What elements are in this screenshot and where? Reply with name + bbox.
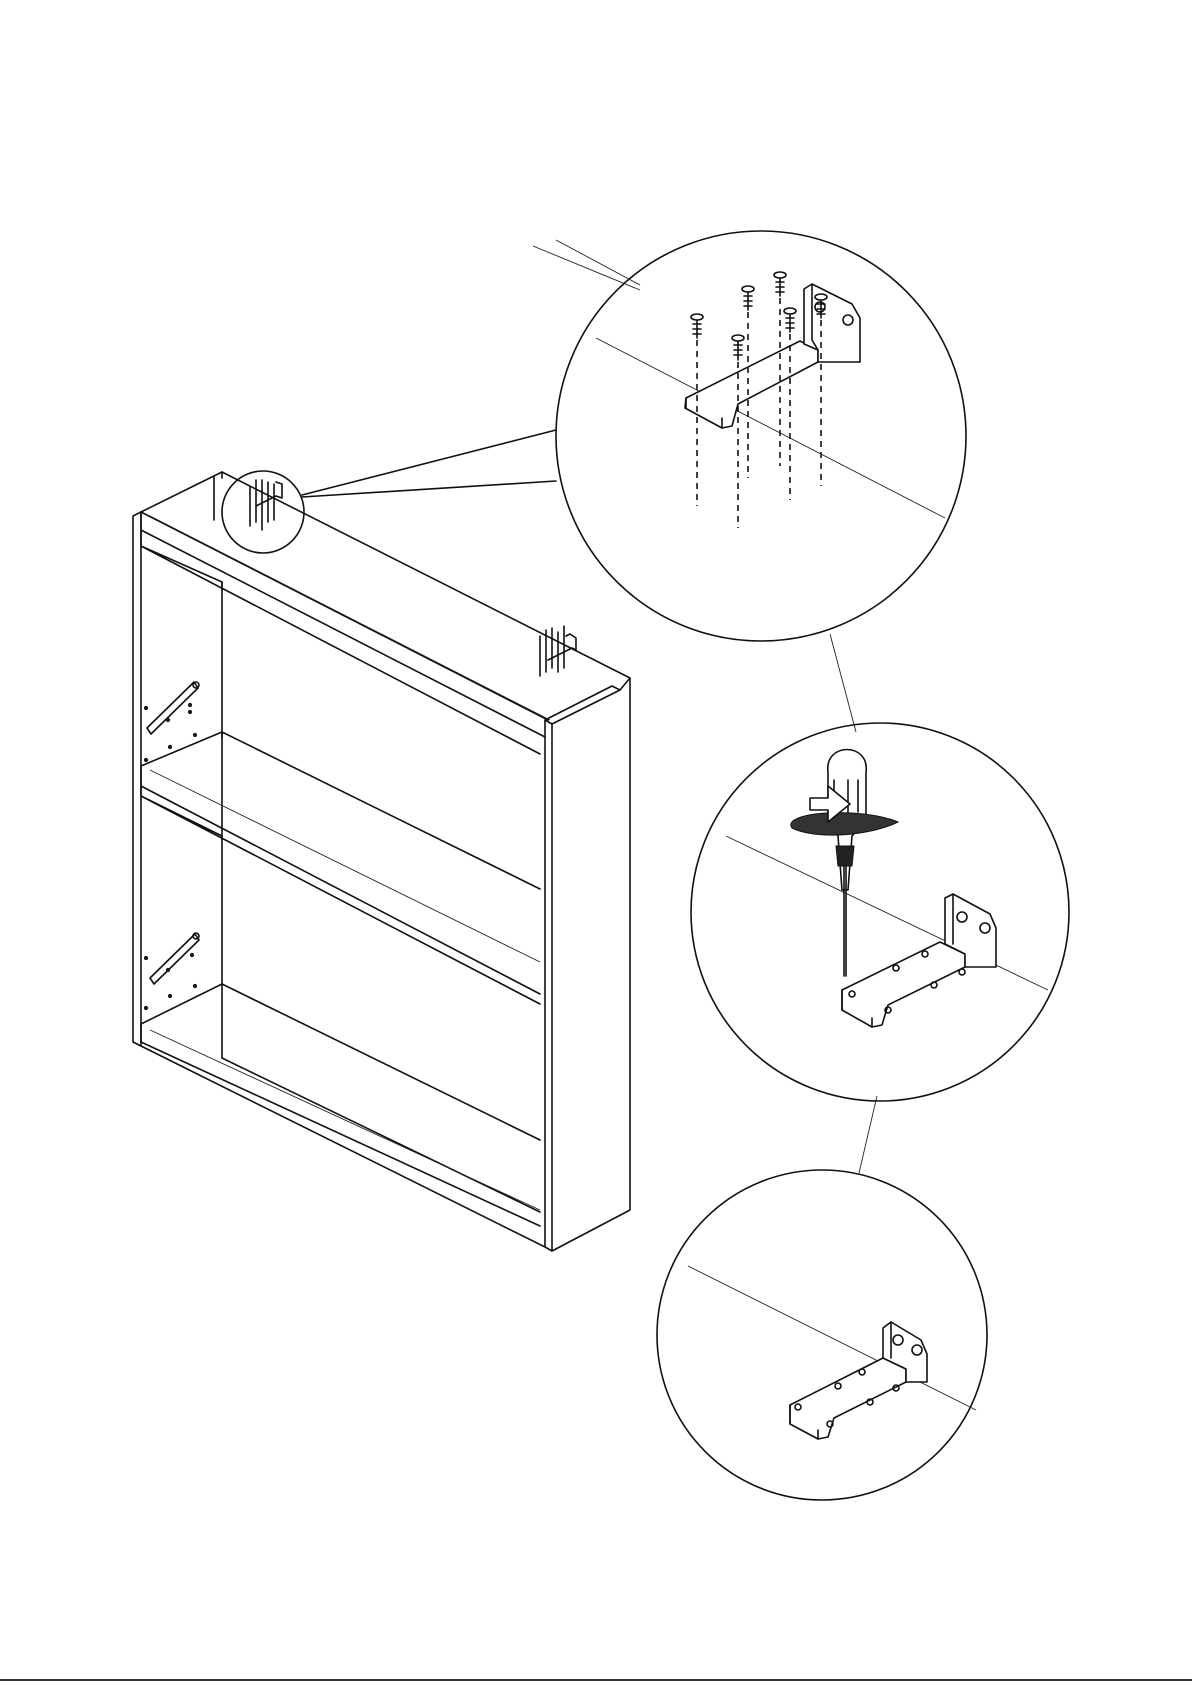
bookcase-right-panel bbox=[545, 678, 630, 1251]
detail-circle-screws bbox=[556, 231, 966, 641]
bookcase-left-panel bbox=[133, 512, 141, 1046]
cam-fitting-upper bbox=[144, 682, 199, 762]
detail-circle-screwdriver bbox=[691, 723, 1069, 1101]
screwdriver-icon bbox=[828, 750, 866, 977]
detail-circle-final bbox=[657, 1170, 987, 1500]
bracket bbox=[685, 341, 818, 428]
page-bottom-rule bbox=[0, 1679, 1192, 1681]
connector-line-2 bbox=[859, 1096, 877, 1173]
detail-callout-small bbox=[222, 430, 556, 553]
connector-line bbox=[830, 634, 856, 732]
bookcase-bottom-shelf bbox=[141, 984, 545, 1247]
leader-line bbox=[302, 430, 556, 497]
top-right-screws bbox=[540, 626, 576, 676]
bookcase-left-rear-edge bbox=[141, 472, 222, 520]
bookcase-middle-shelf bbox=[141, 732, 540, 1004]
bookcase bbox=[133, 472, 630, 1251]
cam-fitting-lower bbox=[144, 933, 199, 1010]
